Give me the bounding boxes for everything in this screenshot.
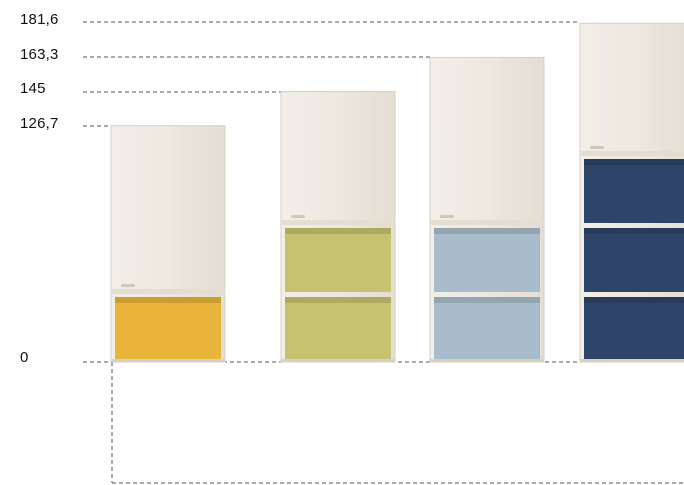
cabinet-4-module-1	[584, 297, 684, 361]
cabinet-4-module-3-shadow	[584, 159, 684, 165]
cabinet-4-module-2	[584, 228, 684, 292]
cabinet-3-module-1-shadow	[434, 297, 540, 303]
cabinet-3-plinth	[430, 359, 544, 362]
cabinet-4-module-2-shadow	[584, 228, 684, 234]
cabinet-2-top-shelf	[281, 220, 395, 225]
cabinet-2-module-2	[285, 228, 391, 292]
cabinet-3-module-1	[434, 297, 540, 361]
cabinet-1-handle	[121, 284, 135, 287]
cabinet-2-handle	[291, 215, 305, 218]
height-label-126-7: 126,7	[20, 115, 59, 132]
cabinet-4-handle	[590, 146, 604, 149]
height-label-145: 145	[20, 80, 46, 97]
cabinet-1-plinth	[111, 359, 225, 362]
cabinet-3-handle	[440, 215, 454, 218]
cabinet-4-module-3	[584, 159, 684, 223]
cabinet-4-plinth	[580, 359, 684, 362]
cabinet-1-module-1-shadow	[115, 297, 221, 303]
cabinet-3-module-2-shadow	[434, 228, 540, 234]
height-label-0: 0	[20, 349, 29, 366]
cabinet-4-top-shelf	[580, 151, 684, 156]
cabinet-2-plinth	[281, 359, 395, 362]
cabinet-3-top-shelf	[430, 220, 544, 225]
cabinet-4-module-1-shadow	[584, 297, 684, 303]
cabinet-1-module-1	[115, 297, 221, 361]
cabinet-2-module-1	[285, 297, 391, 361]
cabinet-3-module-2	[434, 228, 540, 292]
cabinet-1-top-shelf	[111, 289, 225, 294]
cabinet-2-module-1-shadow	[285, 297, 391, 303]
height-label-181-6: 181,6	[20, 11, 59, 28]
height-label-163-3: 163,3	[20, 46, 59, 63]
cabinet-2-module-2-shadow	[285, 228, 391, 234]
